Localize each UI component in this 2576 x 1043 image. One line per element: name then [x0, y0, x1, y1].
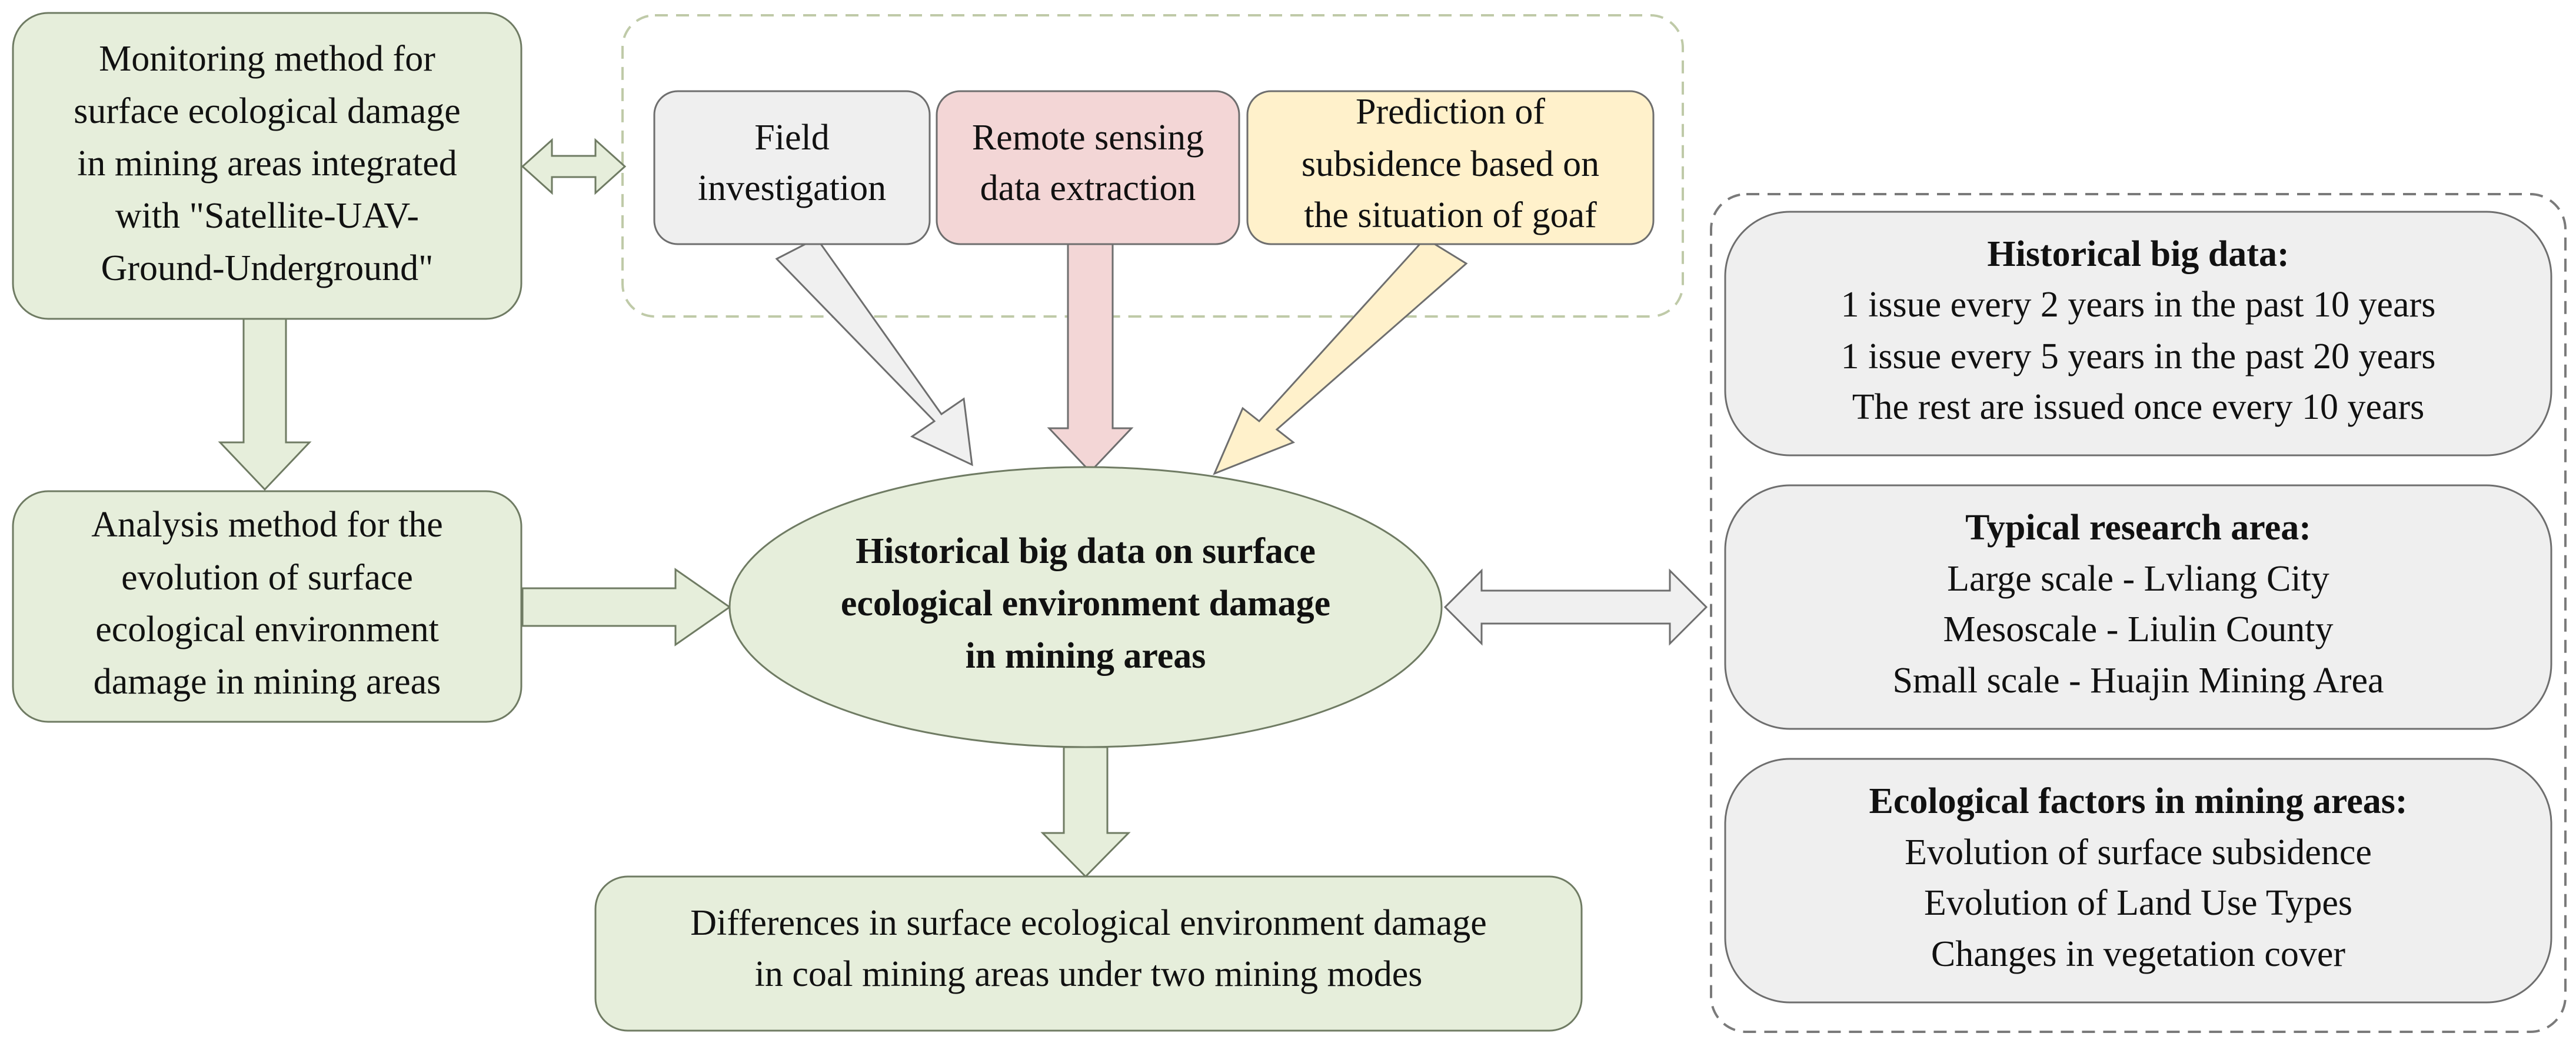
differences-line-1: Differences in surface ecological enviro…	[690, 903, 1487, 943]
analysis-line-1: Analysis method for the	[91, 505, 443, 545]
monitoring-line-5: Ground-Underground"	[101, 248, 434, 288]
data-sources-group	[621, 14, 1684, 318]
center-line-3: in mining areas	[966, 636, 1206, 676]
analysis-to-center-arrow	[521, 568, 731, 647]
prediction-to-center-arrow	[1213, 237, 1468, 475]
monitoring-line-1: Monitoring method for	[99, 39, 435, 79]
historical-big-data-ellipse: Historical big data on surface ecologica…	[728, 466, 1443, 748]
field-line-2: investigation	[698, 168, 886, 208]
historical-line-3: The rest are issued once every 10 years	[1852, 387, 2425, 427]
subsidence-prediction-box: Prediction of subsidence based on the si…	[1246, 90, 1655, 245]
analysis-method-box: Analysis method for the evolution of sur…	[12, 490, 522, 723]
ecological-title: Ecological factors in mining areas:	[1869, 781, 2408, 821]
center-panel-double-arrow	[1443, 568, 1708, 646]
remote-line-2: data extraction	[980, 168, 1196, 208]
typical-title: Typical research area:	[1965, 508, 2311, 548]
field-investigation-box: Field investigation	[653, 90, 931, 245]
remote-line-1: Remote sensing	[972, 118, 1204, 158]
center-to-differences-arrow	[1040, 746, 1131, 878]
ecological-line-1: Evolution of surface subsidence	[1905, 832, 2372, 872]
analysis-line-4: damage in mining areas	[94, 662, 441, 702]
historical-big-data-card: Historical big data: 1 issue every 2 yea…	[1724, 211, 2552, 456]
typical-line-2: Mesoscale - Liulin County	[1943, 609, 2334, 649]
monitoring-line-3: in mining areas integrated	[77, 144, 457, 184]
field-to-center-arrow	[775, 237, 973, 466]
remote-sensing-box: Remote sensing data extraction	[936, 90, 1240, 245]
remote-to-center-arrow	[1047, 242, 1134, 474]
monitoring-to-analysis-arrow	[218, 318, 312, 491]
differences-line-2: in coal mining areas under two mining mo…	[755, 954, 1423, 994]
historical-line-1: 1 issue every 2 years in the past 10 yea…	[1841, 285, 2436, 325]
historical-title: Historical big data:	[1987, 234, 2289, 274]
differences-box: Differences in surface ecological enviro…	[594, 875, 1583, 1032]
center-line-2: ecological environment damage	[841, 584, 1330, 624]
analysis-line-2: evolution of surface	[121, 558, 413, 598]
monitoring-method-box: Monitoring method for surface ecological…	[12, 12, 522, 320]
ecological-factors-card: Ecological factors in mining areas: Evol…	[1724, 758, 2552, 1004]
right-panel-group	[1710, 193, 2567, 1033]
monitoring-line-4: with "Satellite-UAV-	[115, 196, 419, 236]
monitoring-line-2: surface ecological damage	[74, 91, 461, 131]
field-line-1: Field	[754, 118, 829, 158]
ecological-line-2: Evolution of Land Use Types	[1924, 883, 2352, 923]
typical-research-area-card: Typical research area: Large scale - Lvl…	[1724, 484, 2552, 730]
historical-line-2: 1 issue every 5 years in the past 20 yea…	[1841, 336, 2436, 376]
prediction-line-1: Prediction of	[1356, 92, 1545, 132]
center-line-1: Historical big data on surface	[856, 531, 1316, 571]
ecological-line-3: Changes in vegetation cover	[1931, 934, 2346, 974]
prediction-line-2: subsidence based on	[1302, 144, 1599, 184]
typical-line-3: Small scale - Huajin Mining Area	[1892, 661, 2384, 701]
typical-line-1: Large scale - Lvliang City	[1947, 559, 2329, 599]
analysis-line-3: ecological environment	[95, 609, 439, 649]
monitoring-sources-double-arrow	[521, 138, 627, 195]
prediction-line-3: the situation of goaf	[1304, 195, 1597, 235]
